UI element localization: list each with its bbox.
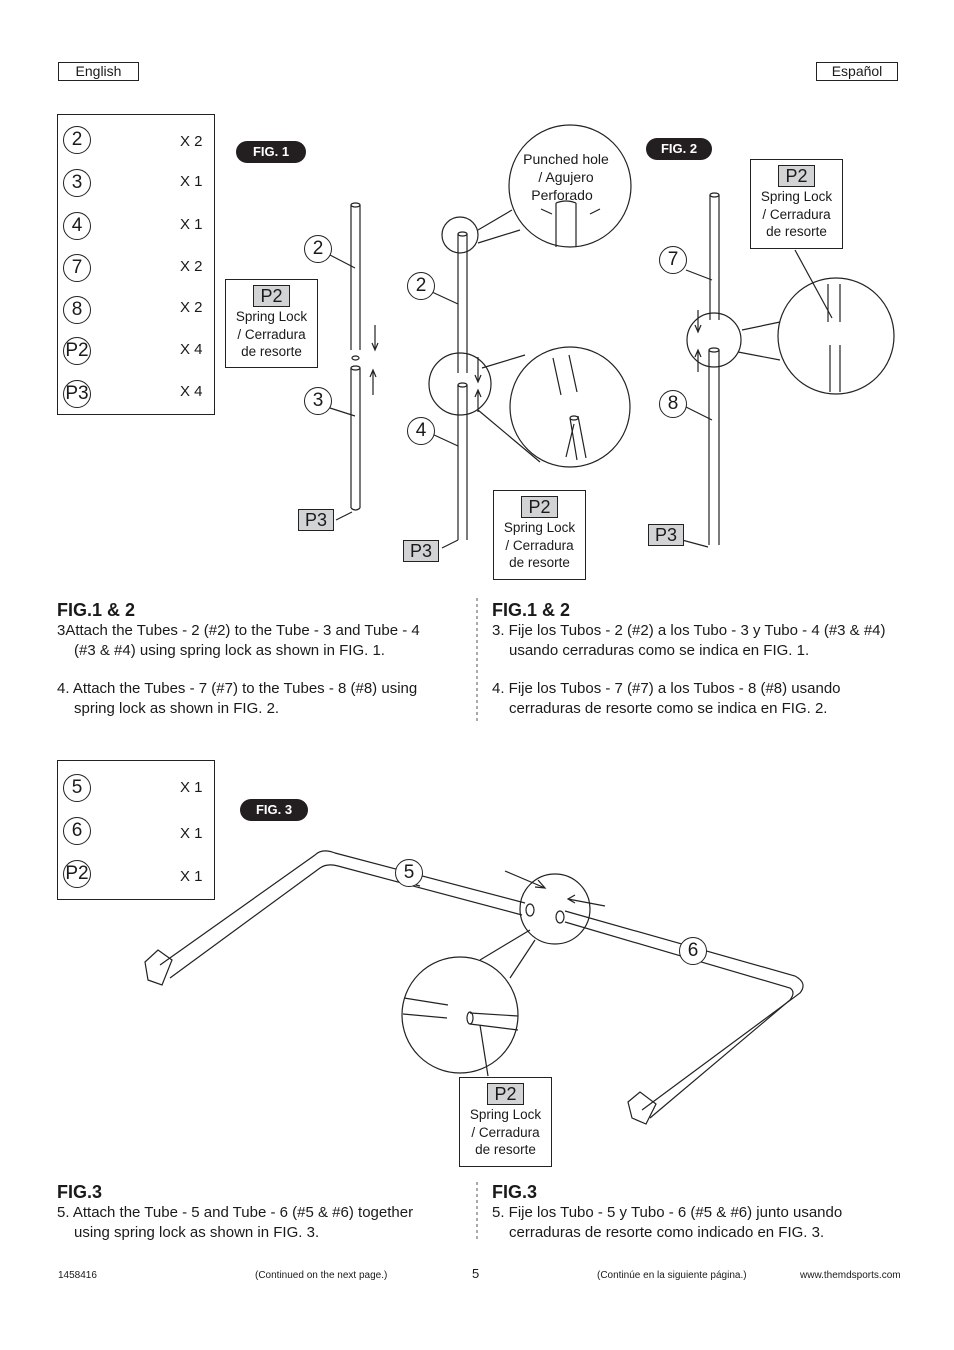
part-number-2: 2 [63, 126, 91, 154]
website: www.themdsports.com [800, 1270, 901, 1281]
part-qty-2: X 2 [180, 133, 203, 150]
punched-hole-callout [508, 124, 632, 248]
es-fig12-step4: 4. Fije los Tubos - 7 (#7) a los Tubos -… [492, 679, 932, 718]
spring-lock-line1: Spring Lock [760, 189, 833, 204]
es-fig3-step5: 5. Fije los Tubo - 5 y Tubo - 6 (#5 & #6… [492, 1203, 932, 1242]
part-number-p2: P2 [63, 337, 91, 365]
label-p3-middle: P3 [403, 540, 440, 562]
fig1-tube-assembly-middle [428, 209, 541, 549]
spring-lock-line1: Spring Lock [235, 309, 308, 324]
spring-lock-detail-fig3 [401, 956, 519, 1077]
part-number-8: 8 [63, 296, 91, 324]
spring-lock-line3: de resorte [766, 224, 827, 239]
part-qty-5: X 1 [180, 779, 203, 796]
part-number-4: 4 [63, 212, 91, 240]
en-step4-line2: spring lock as shown in FIG. 2. [74, 699, 280, 717]
en-fig12-heading: FIG.1 & 2 [57, 600, 136, 620]
en-step3-line1: 3Attach the Tubes - 2 (#2) to the Tube -… [57, 622, 420, 639]
spring-lock-line3: de resorte [475, 1142, 536, 1157]
spring-lock-line2: / Cerradura [762, 206, 831, 222]
spring-lock-line1: Spring Lock [469, 1107, 542, 1122]
spring-lock-tag: P2 [487, 1083, 524, 1105]
language-tab-spanish: Español [816, 62, 898, 81]
spring-lock-line3: de resorte [509, 555, 570, 570]
part-number-6: 6 [63, 817, 91, 845]
part-qty-6: X 1 [180, 825, 203, 842]
label-tube-2-middle: 2 [407, 272, 435, 300]
label-p3-fig2: P3 [648, 524, 685, 546]
en-fig3-step5: 5. Attach the Tube - 5 and Tube - 6 (#5 … [57, 1203, 467, 1242]
en-fig12-step3: 3Attach the Tubes - 2 (#2) to the Tube -… [57, 621, 467, 660]
spring-lock-callout-fig2: P2 Spring Lock / Cerradura de resorte [750, 159, 843, 249]
en-fig3-heading: FIG.3 [57, 1182, 103, 1202]
label-tube-3: 3 [304, 387, 332, 415]
label-tube-8: 8 [659, 390, 687, 418]
en-step3-line2: (#3 & #4) using spring lock as shown in … [74, 641, 385, 659]
es-fig3-heading: FIG.3 [492, 1182, 538, 1202]
fig3-label: FIG. 3 [240, 799, 308, 821]
part-number-5: 5 [63, 774, 91, 802]
part-qty-8: X 2 [180, 299, 203, 316]
punched-line2: / Agujero [538, 169, 594, 185]
punched-line1: Punched hole [523, 151, 609, 167]
spring-lock-tag: P2 [778, 165, 815, 187]
part-qty-3: X 1 [180, 173, 203, 190]
label-tube-4: 4 [407, 417, 435, 445]
spring-lock-tag: P2 [253, 285, 290, 307]
part-number-p3: P3 [63, 380, 91, 408]
part-number-p2-bottom: P2 [63, 860, 91, 888]
spring-lock-line2: / Cerradura [237, 326, 306, 342]
part-qty-4: X 1 [180, 216, 203, 233]
es-step5-line1: 5. Fije los Tubo - 5 y Tubo - 6 (#5 & #6… [492, 1204, 843, 1221]
punched-line3: Perforado [531, 187, 593, 203]
spring-lock-line2: / Cerradura [505, 537, 574, 553]
punched-hole-label: Punched hole / Agujero Perforado [518, 150, 614, 204]
spring-lock-detail-fig1 [509, 346, 631, 468]
es-step3-line1: 3. Fije los Tubos - 2 (#2) a los Tubo - … [492, 622, 886, 639]
continued-english: (Continued on the next page.) [255, 1270, 388, 1281]
en-step5-line1: 5. Attach the Tube - 5 and Tube - 6 (#5 … [57, 1204, 414, 1221]
en-fig12-step4: 4. Attach the Tubes - 7 (#7) to the Tube… [57, 679, 467, 718]
spring-lock-detail-fig2 [777, 249, 895, 395]
language-tab-english: English [58, 62, 139, 81]
spring-lock-line2: / Cerradura [471, 1124, 540, 1140]
label-p3-fig1: P3 [298, 509, 335, 531]
label-tube-5: 5 [395, 859, 423, 887]
part-qty-p2-bottom: X 1 [180, 868, 203, 885]
spring-lock-line3: de resorte [241, 344, 302, 359]
part-qty-p3: X 4 [180, 383, 203, 400]
label-tube-6: 6 [679, 937, 707, 965]
es-step4-line2: cerraduras de resorte como se indica en … [509, 699, 828, 717]
fig1-tube-assembly [329, 202, 379, 521]
continued-spanish: (Continúe en la siguiente página.) [597, 1270, 747, 1281]
label-tube-7: 7 [659, 246, 687, 274]
spring-lock-line1: Spring Lock [503, 520, 576, 535]
part-number-3: 3 [63, 169, 91, 197]
part-qty-7: X 2 [180, 258, 203, 275]
fig1-label: FIG. 1 [236, 141, 306, 163]
spring-lock-callout-fig3: P2 Spring Lock / Cerradura de resorte [459, 1077, 552, 1167]
part-qty-p2: X 4 [180, 341, 203, 358]
spring-lock-tag: P2 [521, 496, 558, 518]
en-step5-line2: using spring lock as shown in FIG. 3. [74, 1223, 320, 1241]
en-step4-line1: 4. Attach the Tubes - 7 (#7) to the Tube… [57, 680, 418, 697]
label-tube-2: 2 [304, 235, 332, 263]
es-fig12-heading: FIG.1 & 2 [492, 600, 571, 620]
model-number: 1458416 [58, 1270, 97, 1281]
page-number: 5 [472, 1266, 480, 1281]
spring-lock-callout-fig1: P2 Spring Lock / Cerradura de resorte [225, 279, 318, 368]
es-step4-line1: 4. Fije los Tubos - 7 (#7) a los Tubos -… [492, 680, 841, 697]
fig2-label: FIG. 2 [646, 138, 712, 160]
spring-lock-callout-fig1-detail: P2 Spring Lock / Cerradura de resorte [493, 490, 586, 580]
es-step3-line2: usando cerraduras como se indica en FIG.… [509, 641, 810, 659]
es-fig12-step3: 3. Fije los Tubos - 2 (#2) a los Tubo - … [492, 621, 932, 660]
fig2-tube-assembly [681, 192, 781, 548]
part-number-7: 7 [63, 254, 91, 282]
es-step5-line2: cerraduras de resorte como indicado en F… [509, 1223, 825, 1241]
